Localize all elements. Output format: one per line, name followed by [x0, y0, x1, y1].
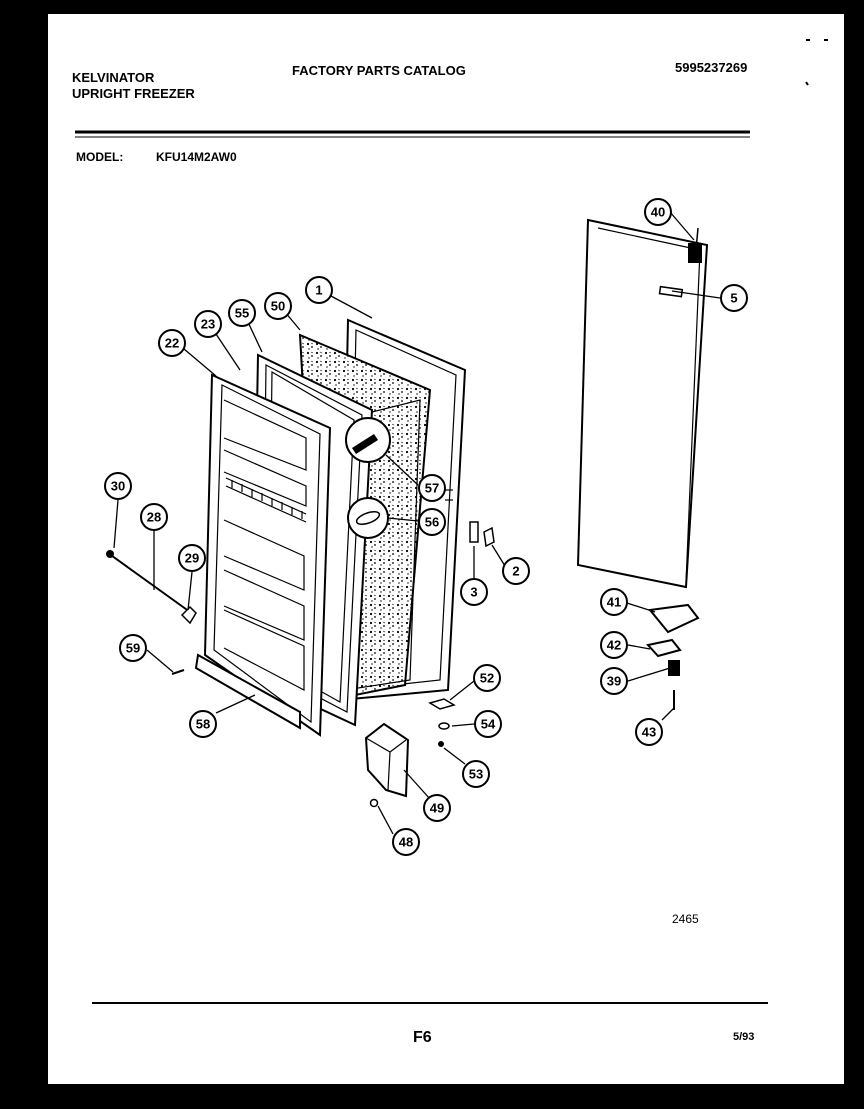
callout-40: 40 — [644, 198, 672, 226]
svg-text:1: 1 — [315, 283, 322, 298]
callout-58: 58 — [189, 710, 217, 738]
callout-5: 5 — [720, 284, 748, 312]
callout-41: 41 — [600, 588, 628, 616]
screw-48 — [369, 798, 379, 808]
clip-2 — [483, 526, 495, 548]
callout-1: 1 — [305, 276, 333, 304]
callout-28: 28 — [140, 503, 168, 531]
svg-text:48: 48 — [399, 835, 413, 850]
callout-49: 49 — [423, 794, 451, 822]
callout-39: 39 — [600, 667, 628, 695]
door-shelf-rail — [225, 477, 307, 523]
clip-3 — [469, 521, 479, 543]
inner-door-liner — [194, 373, 332, 737]
svg-text:30: 30 — [111, 479, 125, 494]
svg-text:41: 41 — [607, 595, 621, 610]
model-label: MODEL: — [76, 150, 124, 164]
hinge-52 — [428, 698, 456, 710]
model-number: KFU14M2AW0 — [156, 150, 237, 164]
svg-text:59: 59 — [126, 641, 140, 656]
callout-29: 29 — [178, 544, 206, 572]
screw-53 — [438, 741, 444, 747]
callout-53: 53 — [462, 760, 490, 788]
catalog-number: 5995237269 — [675, 60, 748, 75]
callout-52: 52 — [473, 664, 501, 692]
svg-text:57: 57 — [425, 481, 439, 496]
page-code: F6 — [413, 1029, 432, 1046]
registration-marks — [805, 39, 828, 86]
svg-text:22: 22 — [165, 336, 179, 351]
brand-name: KELVINATOR — [72, 70, 155, 85]
print-date: 5/93 — [733, 1031, 755, 1043]
svg-text:29: 29 — [185, 551, 199, 566]
door-handle-rod — [106, 550, 191, 613]
svg-text:28: 28 — [147, 510, 161, 525]
svg-text:43: 43 — [642, 725, 656, 740]
callout-54: 54 — [474, 710, 502, 738]
callout-57: 57 — [418, 474, 446, 502]
callout-43: 43 — [635, 718, 663, 746]
bottom-hinge-41 — [648, 603, 700, 634]
svg-text:40: 40 — [651, 205, 665, 220]
svg-text:53: 53 — [469, 767, 483, 782]
callout-42: 42 — [600, 631, 628, 659]
svg-text:23: 23 — [201, 317, 215, 332]
callout-2: 2 — [502, 557, 530, 585]
svg-text:58: 58 — [196, 717, 210, 732]
svg-text:54: 54 — [481, 717, 496, 732]
svg-text:2: 2 — [512, 564, 519, 579]
kick-plate-49 — [364, 722, 410, 798]
leader-lines — [113, 211, 721, 835]
catalog-title: FACTORY PARTS CATALOG — [292, 63, 466, 78]
svg-text:42: 42 — [607, 638, 621, 653]
callout-56: 56 — [418, 508, 446, 536]
handle-bracket — [180, 605, 197, 625]
svg-text:50: 50 — [271, 299, 285, 314]
hinge-pin-40 — [688, 227, 702, 263]
callout-55: 55 — [228, 299, 256, 327]
screw-59 — [171, 669, 185, 675]
detail-magnifier-56 — [347, 497, 389, 539]
callout-3: 3 — [460, 578, 488, 606]
callout-30: 30 — [104, 472, 132, 500]
svg-text:39: 39 — [607, 674, 621, 689]
detail-magnifier-57 — [345, 417, 391, 463]
callout-59: 59 — [119, 634, 147, 662]
header-rule — [75, 130, 750, 138]
svg-text:55: 55 — [235, 306, 249, 321]
bracket-42 — [646, 638, 682, 658]
callout-22: 22 — [158, 329, 186, 357]
callout-50: 50 — [264, 292, 292, 320]
callout-48: 48 — [392, 828, 420, 856]
callout-23: 23 — [194, 310, 222, 338]
product-type: UPRIGHT FREEZER — [72, 86, 195, 101]
washer-54 — [438, 722, 450, 730]
svg-text:49: 49 — [430, 801, 444, 816]
svg-text:56: 56 — [425, 515, 439, 530]
svg-text:5: 5 — [730, 291, 737, 306]
right-door-panel — [576, 218, 709, 589]
svg-text:52: 52 — [480, 671, 494, 686]
drawing-number: 2465 — [672, 912, 699, 926]
svg-text:3: 3 — [470, 585, 477, 600]
hinge-bushing-39 — [668, 660, 680, 676]
